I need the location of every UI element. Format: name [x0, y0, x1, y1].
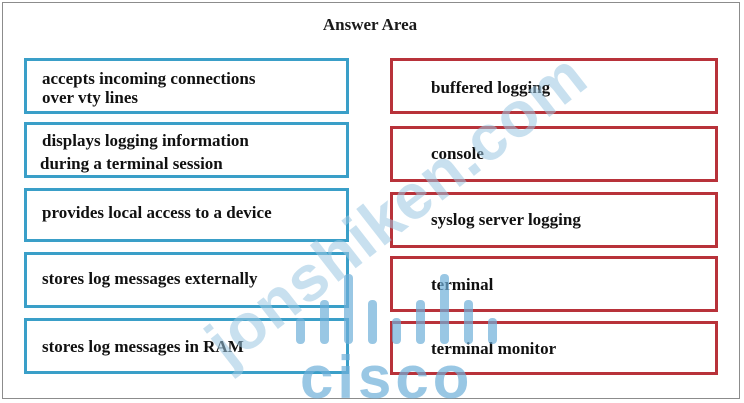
answer-item-terminal[interactable]: terminal	[390, 256, 718, 312]
answer-item-buffered-logging[interactable]: buffered logging	[390, 58, 718, 114]
description-text: provides local access to a device	[42, 202, 272, 222]
answer-item-console[interactable]: console	[390, 126, 718, 182]
description-text: accepts incoming connections	[42, 69, 256, 88]
answer-item-syslog-server-logging[interactable]: syslog server logging	[390, 192, 718, 248]
answer-text: syslog server logging	[431, 209, 581, 229]
answer-text: buffered logging	[431, 77, 551, 97]
answer-area-title: Answer Area	[322, 15, 418, 34]
description-item-4[interactable]: stores log messages externally	[24, 252, 349, 308]
description-text: stores log messages externally	[42, 268, 258, 288]
answer-text: terminal monitor	[431, 338, 557, 358]
description-text: over vty lines	[42, 88, 139, 107]
answer-text: console	[431, 143, 484, 163]
description-item-1[interactable]: accepts incoming connections over vty li…	[24, 58, 349, 114]
answer-text: terminal	[431, 274, 494, 294]
description-item-2[interactable]: displays logging information during a te…	[24, 122, 349, 178]
answer-item-terminal-monitor[interactable]: terminal monitor	[390, 321, 718, 375]
description-item-3[interactable]: provides local access to a device	[24, 188, 349, 242]
description-text: displays logging information	[42, 131, 249, 150]
description-text: during a terminal session	[40, 154, 223, 173]
description-text: stores log messages in RAM	[42, 336, 244, 356]
description-item-5[interactable]: stores log messages in RAM	[24, 318, 349, 374]
